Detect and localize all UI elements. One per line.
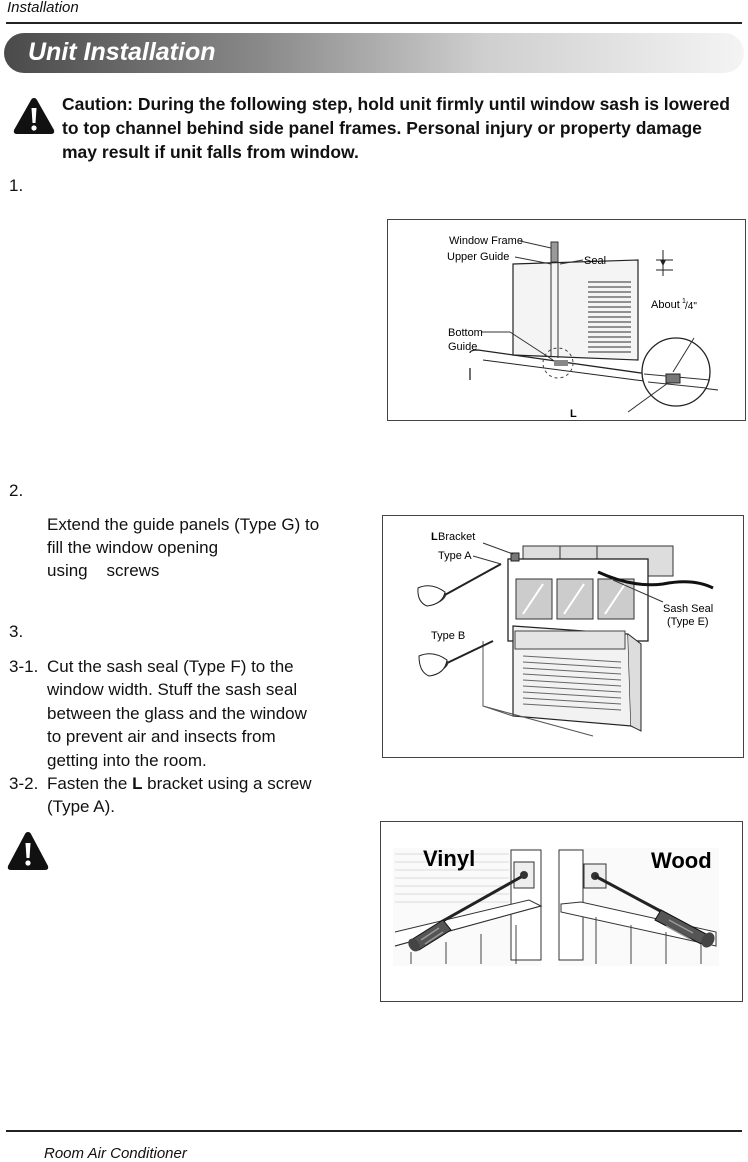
label-type-e: (Type E)	[667, 616, 709, 628]
step-3-1-line-5: getting into the room.	[47, 750, 207, 770]
vinyl-wood-diagram: Vinyl Wood	[393, 846, 719, 966]
figure-vinyl-wood: Vinyl Wood	[380, 821, 743, 1002]
step-3-2-pre: Fasten the	[47, 774, 133, 793]
label-bottom: Bottom	[448, 327, 483, 339]
unit-in-window-diagram: Window Frame Upper Guide Seal About 1 /4…	[447, 235, 719, 420]
label-type-a: Type A	[438, 550, 472, 562]
step-3-1-line-4: to prevent air and insects from	[47, 727, 276, 747]
step-2-line-3: using screws	[47, 561, 160, 580]
step-3-2-line-1: Fasten the L bracket using a screw	[47, 772, 312, 795]
label-guide: Guide	[448, 341, 477, 353]
footer-title: Room Air Conditioner	[44, 1145, 187, 1162]
label-about: About	[651, 299, 680, 311]
step-3-number: 3.	[9, 622, 24, 641]
step-2-line-1: Extend the guide panels (Type G) to	[47, 515, 320, 534]
step-2-line-2: fill the window opening	[47, 538, 219, 557]
step-3-1-line-3: between the glass and the window	[47, 703, 307, 723]
label-window-frame: Window Frame	[449, 235, 523, 247]
label-upper-guide: Upper Guide	[447, 251, 509, 263]
step-3-2-bold: L	[132, 774, 143, 793]
label-l-bold: L	[431, 531, 438, 543]
label-wood: Wood	[651, 848, 712, 873]
step-1-number: 1.	[9, 176, 24, 195]
warning-icon	[7, 832, 49, 870]
footer-divider	[6, 1130, 742, 1132]
page-title: Unit Installation	[28, 38, 216, 66]
section-banner	[4, 33, 744, 73]
step-3-1-number: 3-1.	[9, 657, 39, 676]
figure-bracket-sash-seal: L Bracket Type A Type B Sash Seal (Type …	[382, 515, 744, 758]
label-vinyl: Vinyl	[423, 846, 475, 871]
header-section-title: Installation	[7, 0, 79, 16]
header-divider	[6, 22, 742, 24]
step-3-2-number: 3-2.	[9, 774, 39, 793]
caution-text: Caution: During the following step, hold…	[62, 94, 730, 162]
label-sash-seal: Sash Seal	[663, 603, 713, 615]
label-l: L	[570, 408, 577, 420]
bracket-install-diagram: L Bracket Type A Type B Sash Seal (Type …	[417, 531, 714, 737]
step-2-number: 2.	[9, 481, 24, 500]
step-3-2-line-2: (Type A).	[47, 797, 116, 817]
step-3-1-line-2: window width. Stuff the sash seal	[47, 680, 298, 700]
label-fraction-numerator: 1	[682, 298, 686, 305]
label-type-b: Type B	[431, 630, 465, 642]
label-fraction-denominator: /4"	[685, 301, 697, 312]
warning-icon	[13, 98, 55, 134]
label-bracket: Bracket	[438, 531, 475, 543]
step-3-1-line-1: Cut the sash seal (Type F) to the	[47, 657, 294, 676]
label-seal: Seal	[584, 255, 606, 267]
step-3-2-post: bracket using a screw	[142, 774, 312, 793]
figure-window-guides: Window Frame Upper Guide Seal About 1 /4…	[387, 219, 746, 421]
